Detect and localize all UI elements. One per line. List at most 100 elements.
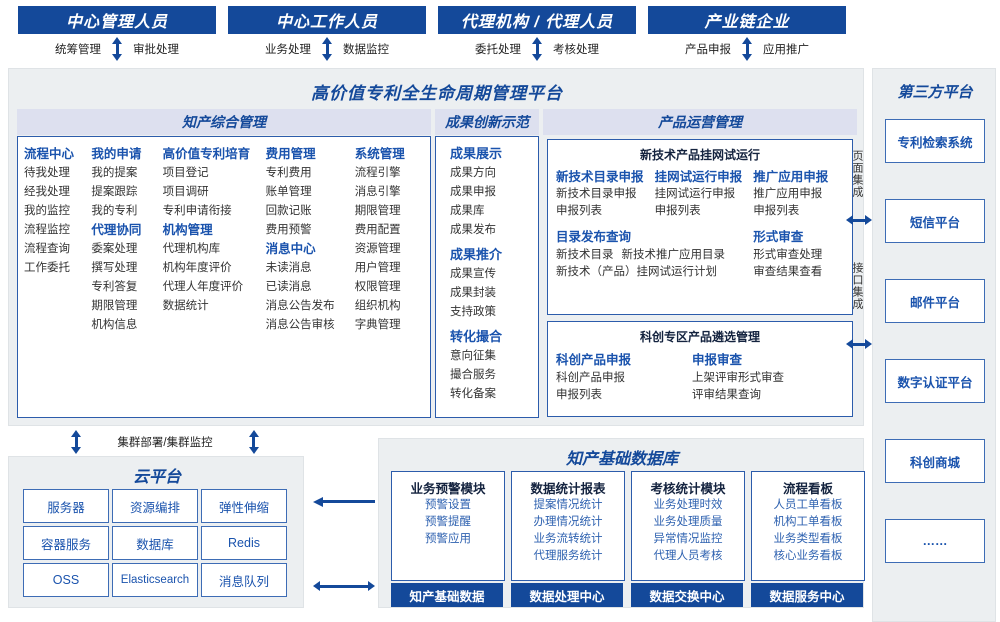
leaf-item[interactable]: 消息公告审核 <box>265 319 335 331</box>
group-title[interactable]: 转化撮合 <box>450 329 503 344</box>
leaf-item[interactable]: 流程监控 <box>24 224 70 236</box>
third-party-item-4[interactable]: 科创商城 <box>885 439 985 483</box>
role-title-2[interactable]: 代理机构 / 代理人员 <box>438 6 636 34</box>
leaf-item[interactable]: 我的提案 <box>91 167 138 179</box>
group-title[interactable]: 机构管理 <box>162 223 213 237</box>
db-card-item[interactable]: 异常情况监控 <box>653 533 723 545</box>
third-party-item-3[interactable]: 数字认证平台 <box>885 359 985 403</box>
leaf-item[interactable]: 用户管理 <box>354 262 401 274</box>
db-card-item[interactable]: 提案情况统计 <box>533 499 603 511</box>
db-card-footer[interactable]: 知产基础数据 <box>391 583 503 607</box>
leaf-item[interactable]: 推广应用申报 <box>753 188 823 200</box>
leaf-item[interactable]: 提案跟踪 <box>91 186 138 198</box>
leaf-item[interactable]: 未读消息 <box>265 262 312 274</box>
leaf-item[interactable]: 成果宣传 <box>450 268 496 280</box>
leaf-item[interactable]: 成果封装 <box>450 287 496 299</box>
leaf-item[interactable]: 支持政策 <box>450 306 496 318</box>
leaf-item[interactable]: 消息引擎 <box>354 186 401 198</box>
db-card-item[interactable]: 预警提醒 <box>425 516 471 528</box>
leaf-item[interactable]: 期限管理 <box>354 205 401 217</box>
group-title[interactable]: 成果展示 <box>450 146 503 161</box>
cloud-cell-oss[interactable]: OSS <box>23 563 109 597</box>
role-title-0[interactable]: 中心管理人员 <box>18 6 216 34</box>
leaf-item[interactable]: 成果发布 <box>450 224 496 236</box>
leaf-item[interactable]: 账单管理 <box>265 186 312 198</box>
leaf-item[interactable]: 申报列表 <box>556 389 602 401</box>
group-title[interactable]: 挂网试运行申报 <box>654 170 743 184</box>
leaf-item[interactable]: 权限管理 <box>354 281 401 293</box>
role-title-3[interactable]: 产业链企业 <box>648 6 846 34</box>
leaf-item[interactable]: 申报列表 <box>654 205 701 217</box>
group-title[interactable]: 高价值专利培育 <box>162 147 251 161</box>
leaf-item[interactable]: 机构信息 <box>91 319 138 331</box>
leaf-item[interactable]: 新技术（产品）挂网试运行计划 <box>556 266 717 278</box>
leaf-item[interactable]: 我的监控 <box>24 205 70 217</box>
leaf-item[interactable]: 委案处理 <box>91 243 138 255</box>
leaf-item[interactable]: 撰写处理 <box>91 262 138 274</box>
leaf-item[interactable]: 新技术目录 <box>556 249 614 261</box>
cloud-cell-mq[interactable]: 消息队列 <box>201 563 287 597</box>
leaf-item[interactable]: 科创产品申报 <box>556 372 625 384</box>
group-title[interactable]: 目录发布查询 <box>556 230 632 244</box>
leaf-item[interactable]: 成果方向 <box>450 167 496 179</box>
leaf-item[interactable]: 期限管理 <box>91 300 138 312</box>
leaf-item[interactable]: 流程查询 <box>24 243 70 255</box>
db-card-item[interactable]: 代理服务统计 <box>533 550 603 562</box>
leaf-item[interactable]: 费用配置 <box>354 224 401 236</box>
db-card-item[interactable]: 代理人员考核 <box>653 550 723 562</box>
group-title[interactable]: 消息中心 <box>265 242 316 256</box>
role-title-1[interactable]: 中心工作人员 <box>228 6 426 34</box>
db-card-item[interactable]: 机构工单看板 <box>773 516 843 528</box>
leaf-item[interactable]: 待我处理 <box>24 167 70 179</box>
leaf-item[interactable]: 经我处理 <box>24 186 70 198</box>
leaf-item[interactable]: 评审结果查询 <box>692 389 761 401</box>
leaf-item[interactable]: 工作委托 <box>24 262 70 274</box>
db-card-item[interactable]: 业务流转统计 <box>533 533 603 545</box>
third-party-item-1[interactable]: 短信平台 <box>885 199 985 243</box>
db-card-footer[interactable]: 数据处理中心 <box>511 583 623 607</box>
leaf-item[interactable]: 消息公告发布 <box>265 300 335 312</box>
db-card-item[interactable]: 预警设置 <box>425 499 471 511</box>
leaf-item[interactable]: 专利申请衔接 <box>162 205 232 217</box>
cloud-cell-database[interactable]: 数据库 <box>112 526 198 560</box>
leaf-item[interactable]: 成果库 <box>450 205 485 217</box>
leaf-item[interactable]: 组织机构 <box>354 300 401 312</box>
db-card-item[interactable]: 预警应用 <box>425 533 471 545</box>
leaf-item[interactable]: 项目登记 <box>162 167 209 179</box>
leaf-item[interactable]: 字典管理 <box>354 319 401 331</box>
db-card-item[interactable]: 业务处理质量 <box>653 516 723 528</box>
leaf-item[interactable]: 项目调研 <box>162 186 209 198</box>
leaf-item[interactable]: 流程引擎 <box>354 167 401 179</box>
leaf-item[interactable]: 成果申报 <box>450 186 496 198</box>
group-title[interactable]: 费用管理 <box>265 147 316 161</box>
db-card-item[interactable]: 业务处理时效 <box>653 499 723 511</box>
cloud-cell-server[interactable]: 服务器 <box>23 489 109 523</box>
leaf-item[interactable]: 数据统计 <box>162 300 209 312</box>
leaf-item[interactable]: 专利答复 <box>91 281 138 293</box>
third-party-item-0[interactable]: 专利检索系统 <box>885 119 985 163</box>
leaf-item[interactable]: 上架评审形式审查 <box>692 372 784 384</box>
db-card-footer[interactable]: 数据服务中心 <box>751 583 863 607</box>
leaf-item[interactable]: 专利费用 <box>265 167 312 179</box>
leaf-item[interactable]: 我的专利 <box>91 205 138 217</box>
group-title[interactable]: 我的申请 <box>91 147 142 161</box>
group-title[interactable]: 科创产品申报 <box>556 353 632 367</box>
leaf-item[interactable]: 新技术推广应用目录 <box>621 249 726 261</box>
leaf-item[interactable]: 回款记账 <box>265 205 312 217</box>
cloud-cell-autoscaling[interactable]: 弹性伸缩 <box>201 489 287 523</box>
third-party-item-2[interactable]: 邮件平台 <box>885 279 985 323</box>
cloud-cell-container[interactable]: 容器服务 <box>23 526 109 560</box>
group-title[interactable]: 代理协同 <box>91 223 142 237</box>
leaf-item[interactable]: 新技术目录申报 <box>556 188 637 200</box>
group-title[interactable]: 申报审查 <box>692 353 743 367</box>
leaf-item[interactable]: 已读消息 <box>265 281 312 293</box>
cloud-cell-orchestration[interactable]: 资源编排 <box>112 489 198 523</box>
third-party-item-5[interactable]: …… <box>885 519 985 563</box>
leaf-item[interactable]: 代理机构库 <box>162 243 221 255</box>
group-title[interactable]: 成果推介 <box>450 247 503 262</box>
cloud-cell-elasticsearch[interactable]: Elasticsearch <box>112 563 198 597</box>
db-card-item[interactable]: 业务类型看板 <box>773 533 843 545</box>
db-card-footer[interactable]: 数据交换中心 <box>631 583 743 607</box>
leaf-item[interactable]: 申报列表 <box>556 205 602 217</box>
db-card-item[interactable]: 人员工单看板 <box>773 499 843 511</box>
